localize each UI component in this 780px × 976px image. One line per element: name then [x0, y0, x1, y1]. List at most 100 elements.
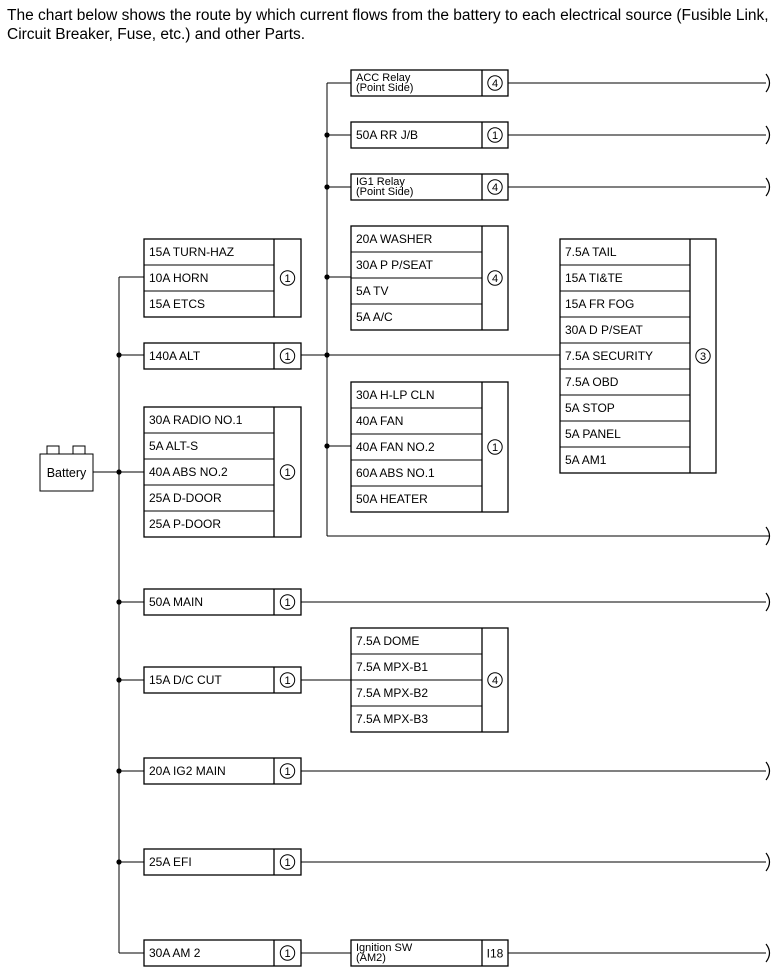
fuse-label: 5A AM1	[565, 453, 607, 467]
connector-number-label: 1	[284, 597, 290, 609]
block-frame	[143, 588, 302, 616]
connector-number-label: 4	[492, 78, 498, 90]
block-frame	[143, 238, 302, 318]
connector-number-label: 1	[284, 857, 290, 869]
junction-dot	[324, 443, 330, 449]
junction-dot	[324, 132, 330, 138]
fuse-label: 15A TI&TE	[565, 271, 623, 285]
connector-number-circle	[487, 179, 503, 195]
wire-break-mark	[765, 526, 771, 546]
wire-break-mark	[765, 177, 771, 197]
intro-text: The chart below shows the route by which…	[7, 7, 769, 43]
fuse-label: 20A IG2 MAIN	[149, 764, 226, 778]
block-label: ACC Relay	[356, 72, 411, 84]
junction-dot	[324, 184, 330, 190]
wire-break-mark	[765, 592, 771, 612]
connector-number-label: 1	[284, 948, 290, 960]
main-block: 50A MAIN 1	[143, 588, 302, 616]
fuse-label: 50A MAIN	[149, 595, 203, 609]
fuse-label: 30A AM 2	[149, 946, 201, 960]
battery-symbol: Battery	[39, 445, 94, 492]
fuse-label: 50A HEATER	[356, 492, 428, 506]
connector-number-circle	[279, 672, 296, 688]
block-frame	[143, 848, 302, 876]
connector-number-circle	[279, 763, 296, 779]
connector-number-label: 1	[284, 766, 290, 778]
battery-label: Battery	[47, 466, 87, 480]
fuse-label: 40A FAN	[356, 414, 403, 428]
fuse-label: 7.5A OBD	[565, 375, 619, 389]
wire-break-mark	[765, 943, 771, 963]
rr-jb-block: 50A RR J/B 1	[350, 121, 509, 149]
fuse-label: 20A WASHER	[356, 232, 433, 246]
connector-number-circle	[279, 270, 296, 286]
connector-number-label: 3	[700, 351, 706, 363]
fuse-label: 15A FR FOG	[565, 297, 634, 311]
connector-number-label: 4	[492, 675, 498, 687]
block-frame	[143, 757, 302, 785]
wire-break-mark	[765, 73, 771, 93]
fuse-label: 30A P P/SEAT	[356, 258, 434, 272]
battery-terminal-negative	[46, 445, 60, 455]
ig2-main-block: 20A IG2 MAIN 1	[143, 757, 302, 785]
ig1-relay-block: IG1 Relay(Point Side) 4	[350, 173, 509, 201]
connector-number-label: 1	[284, 351, 290, 363]
am2-block: 30A AM 2 1	[143, 939, 302, 967]
fuse-label: 7.5A SECURITY	[565, 349, 653, 363]
block-label: IG1 Relay	[356, 176, 405, 188]
fuse-label: 140A ALT	[149, 349, 201, 363]
connector-number-label: 4	[492, 182, 498, 194]
fuse-label: 5A A/C	[356, 310, 393, 324]
fuse-label: 50A RR J/B	[356, 128, 418, 142]
fuse-label: 40A ABS NO.2	[149, 465, 228, 479]
battery-terminal-positive	[72, 445, 86, 455]
fuse-label: 7.5A DOME	[356, 634, 419, 648]
block-frame	[143, 406, 302, 538]
wire-break-mark	[765, 125, 771, 145]
connector-number-label: 1	[492, 442, 498, 454]
fuse-label: 60A ABS NO.1	[356, 466, 435, 480]
connector-number-circle	[695, 348, 711, 364]
acc-relay-block: ACC Relay(Point Side) 4	[350, 69, 509, 97]
block-sublabel: (Point Side)	[356, 186, 413, 198]
junction-dot	[116, 859, 122, 865]
connector-number-label: 1	[284, 675, 290, 687]
fuse-label: 15A D/C CUT	[149, 673, 222, 687]
fuse-label: 7.5A MPX-B2	[356, 686, 428, 700]
junction-dot	[116, 469, 122, 475]
fuse-label: 5A STOP	[565, 401, 615, 415]
connector-number-circle	[487, 75, 503, 91]
wire-break-mark	[765, 761, 771, 781]
block-sublabel: (Point Side)	[356, 82, 413, 94]
connector-number-label: 1	[492, 130, 498, 142]
fuse-label: 10A HORN	[149, 271, 208, 285]
junction-dot	[116, 352, 122, 358]
fuse-label: 25A EFI	[149, 855, 192, 869]
fuse-label: 30A RADIO NO.1	[149, 413, 243, 427]
fuse-label: 30A D P/SEAT	[565, 323, 643, 337]
block-sublabel: (AM2)	[356, 952, 386, 964]
connector-number-circle	[487, 439, 503, 455]
fuse-label: 25A D-DOOR	[149, 491, 222, 505]
fuse-label: 25A P-DOOR	[149, 517, 221, 531]
junction-dot	[324, 352, 330, 358]
connector-number-circle	[279, 594, 296, 610]
dc-cut-block: 15A D/C CUT 1	[143, 666, 302, 694]
connector-number-circle	[487, 127, 503, 143]
fuse-label: 5A PANEL	[565, 427, 621, 441]
block-frame	[143, 666, 302, 694]
connector-number-circle	[279, 464, 296, 480]
block-label: Ignition SW	[356, 942, 413, 954]
fuse-label: 5A TV	[356, 284, 388, 298]
alt-block: 140A ALT 1	[143, 342, 302, 370]
connector-number-circle	[279, 854, 296, 870]
connector-number-label: 1	[284, 467, 290, 479]
connector-number-circle	[487, 270, 503, 286]
connector-number-circle	[487, 672, 503, 688]
battery-body	[39, 453, 94, 492]
block-frame	[143, 939, 302, 967]
